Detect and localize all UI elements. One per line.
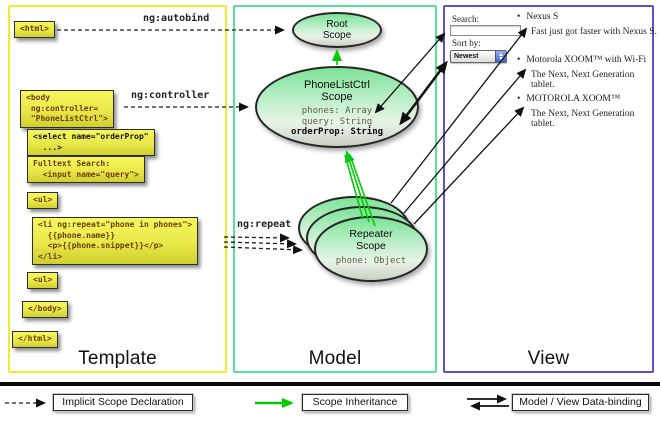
code-body-open: <body ng:controller= "PhoneListCtrl"> — [20, 90, 114, 128]
search-input[interactable] — [450, 25, 521, 36]
code-html-open: <html> — [14, 21, 55, 38]
code-html-close: </html> — [12, 331, 58, 348]
ng-autobind-label: ng:autobind — [143, 13, 210, 24]
legend-scope-inheritance: Scope Inheritance — [302, 394, 408, 411]
select-stepper-icon — [495, 51, 506, 62]
code-ul-close: <ul> — [27, 272, 59, 289]
phone-name: Motorola XOOM™ with Wi-Fi — [526, 55, 647, 65]
bullet-icon: • — [517, 94, 521, 104]
phone-name: MOTOROLA XOOM™ — [526, 94, 621, 104]
legend-divider — [0, 382, 660, 386]
phone-list-item: • Motorola XOOM™ with Wi-Fi The Next, Ne… — [517, 55, 660, 90]
template-panel — [8, 5, 227, 373]
arrow-up-icon — [499, 53, 503, 56]
search-label: Search: — [452, 14, 479, 24]
code-select: <select name="orderProp" ...> — [27, 129, 155, 156]
phone-snippet: The Next, Next Generation tablet. — [531, 109, 635, 129]
phonelistctrl-scope-ellipse: PhoneListCtrl Scope phones: Array query:… — [255, 66, 419, 148]
ng-repeat-label: ng:repeat — [237, 219, 292, 230]
model-label: Model — [308, 348, 362, 369]
root-scope-ellipse: Root Scope — [292, 12, 382, 48]
phone-snippet: The Next, Next Generation tablet. — [531, 70, 635, 90]
sort-by-label: Sort by: — [452, 38, 481, 48]
phone-list-item: • MOTOROLA XOOM™ The Next, Next Generati… — [517, 94, 660, 129]
bullet-icon: • — [517, 12, 521, 22]
code-li-repeat: <li ng:repeat="phone in phones"> {{phone… — [32, 217, 199, 265]
phonelistctrl-scope-title: PhoneListCtrl Scope — [303, 79, 371, 103]
phone-list-item: • Nexus S Fast just got faster with Nexu… — [517, 12, 657, 37]
phone-name: Nexus S — [526, 12, 559, 22]
template-label: Template — [78, 348, 157, 369]
model-panel — [233, 5, 437, 373]
phonelistctrl-props: phones: Array query: String — [301, 106, 373, 127]
root-scope-title: Root Scope — [322, 19, 352, 41]
legend-implicit-scope: Implicit Scope Declaration — [53, 394, 193, 411]
arrow-down-icon — [499, 57, 503, 60]
code-fulltext: Fulltext Search: <input name="query"> — [27, 156, 145, 183]
ng-controller-label: ng:controller — [131, 90, 210, 101]
legend-data-binding: Model / View Data-binding — [512, 394, 649, 411]
phone-snippet: Fast just got faster with Nexus S. — [531, 27, 657, 37]
phonelistctrl-bold-prop: orderProp: String — [290, 127, 384, 137]
bullet-icon: • — [517, 55, 521, 65]
sort-select[interactable]: Newest — [450, 50, 507, 63]
sort-select-value: Newest — [454, 53, 479, 60]
repeater-scope-title: Repeater Scope — [349, 228, 393, 252]
repeater-scope-ellipse: Repeater Scope phone: Object — [314, 216, 428, 282]
code-ul-open: <ul> — [27, 192, 59, 209]
view-label: View — [527, 348, 570, 369]
repeater-prop: phone: Object — [335, 256, 407, 266]
code-body-close: </body> — [22, 301, 68, 318]
